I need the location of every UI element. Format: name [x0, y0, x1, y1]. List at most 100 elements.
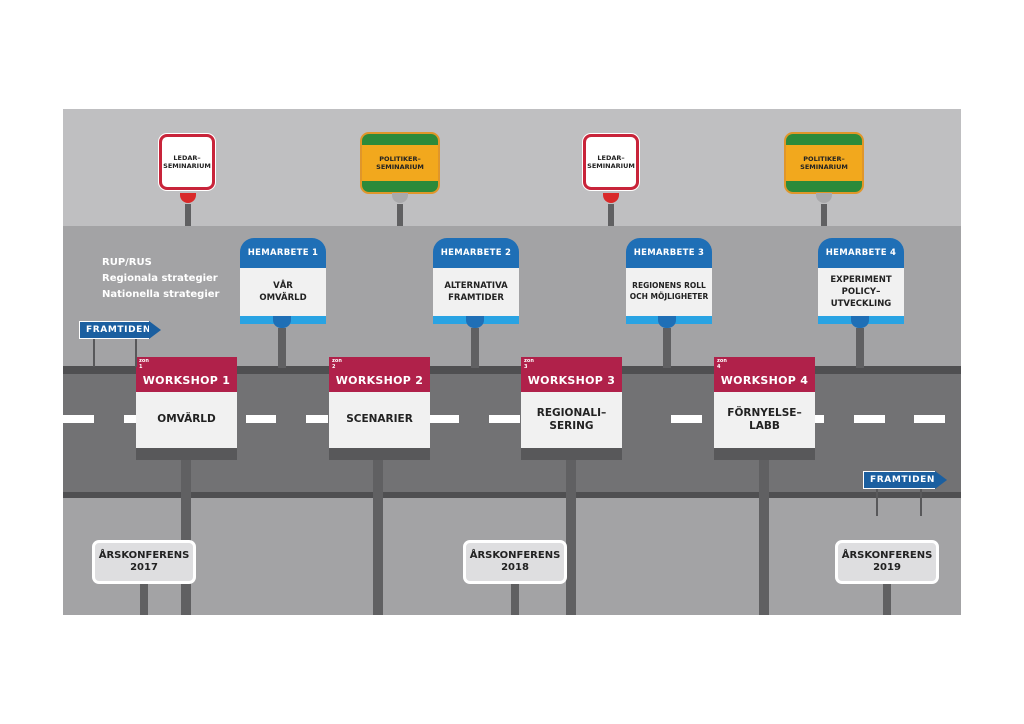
blue-knob-icon	[273, 316, 291, 328]
conference-sign: ÅRSKONFERENS 2018	[463, 540, 567, 584]
blue-knob-icon	[466, 316, 484, 328]
workshop-pole	[373, 457, 383, 615]
arrow-sign-pole	[135, 339, 137, 367]
workshop-title: WORKSHOP 3	[527, 374, 616, 387]
lane-dash	[814, 415, 824, 423]
conference-pole	[883, 584, 891, 615]
ledar-seminar-sign: LEDAR–SEMINARIUM	[583, 134, 639, 190]
seminar-pole	[397, 204, 403, 226]
green-stripe	[786, 134, 862, 145]
lane-dash	[489, 415, 520, 423]
hemarbete-title: HEMARBETE 2	[433, 238, 519, 268]
hemarbete-body: VÅR OMVÄRLD	[240, 268, 326, 316]
hemarbete-title: HEMARBETE 3	[626, 238, 712, 268]
conference-year: 2019	[873, 562, 901, 573]
lane-dash	[914, 415, 945, 423]
hemarbete-sign: HEMARBETE 2 ALTERNATIVA FRAMTIDER	[433, 238, 519, 324]
arrow-tip-icon	[935, 471, 947, 489]
hemarbete-text: EXPERIMENT	[830, 274, 892, 285]
lane-dash	[671, 415, 702, 423]
zone-number: 3	[524, 363, 528, 370]
zone-label: zon	[717, 358, 727, 364]
arrow-sign-pole	[920, 489, 922, 516]
workshop-pole	[566, 457, 576, 615]
seminar-label: POLITIKER–	[379, 154, 421, 163]
arrow-label: FRAMTIDEN	[79, 321, 150, 339]
workshop-pole	[759, 457, 769, 615]
conference-year: 2017	[130, 562, 158, 573]
workshop-title: WORKSHOP 4	[720, 374, 809, 387]
hemarbete-text: POLICY–	[841, 286, 881, 297]
hemarbete-title: HEMARBETE 4	[818, 238, 904, 268]
hemarbete-pole	[471, 328, 479, 368]
conference-pole	[511, 584, 519, 615]
conference-sign: ÅRSKONFERENS 2017	[92, 540, 196, 584]
legend-item: Regionala strategier	[102, 273, 218, 284]
workshop-body: FÖRNYELSE–LABB	[714, 392, 815, 448]
green-stripe	[786, 181, 862, 192]
road-edge-top	[63, 366, 961, 374]
lane-dash	[429, 415, 459, 423]
workshop-body: OMVÄRLD	[136, 392, 237, 448]
seminar-pole	[608, 204, 614, 226]
red-knob-icon	[180, 193, 196, 203]
politiker-seminar-sign: POLITIKER–SEMINARIUM	[784, 132, 864, 194]
legend-item: RUP/RUS	[102, 257, 152, 268]
grey-knob-icon	[392, 193, 408, 203]
arrow-label: FRAMTIDEN	[863, 471, 935, 489]
seminar-label: POLITIKER–	[803, 154, 845, 163]
hemarbete-text: VÅR	[273, 280, 293, 291]
workshop-text: LABB	[749, 420, 780, 432]
hemarbete-text: OMVÄRLD	[259, 293, 307, 303]
workshop-shadow	[521, 448, 622, 460]
workshop-shadow	[714, 448, 815, 460]
zone-label: zon	[139, 358, 149, 364]
ledar-seminar-sign: LEDAR–SEMINARIUM	[159, 134, 215, 190]
workshop-shadow	[329, 448, 430, 460]
hemarbete-text: ALTERNATIVA	[444, 280, 508, 291]
workshop-pole	[181, 457, 191, 615]
seminar-label: LEDAR–	[597, 153, 625, 162]
hemarbete-pole	[663, 328, 671, 368]
road-edge-bottom	[63, 492, 961, 500]
conference-title: ÅRSKONFERENS	[841, 549, 933, 561]
green-stripe	[362, 134, 438, 145]
seminar-label: SEMINARIUM	[376, 163, 424, 171]
blue-knob-icon	[658, 316, 676, 328]
conference-pole	[140, 584, 148, 615]
hemarbete-pole	[856, 328, 864, 368]
hemarbete-text: FRAMTIDER	[448, 293, 504, 303]
arrow-sign-pole	[93, 339, 95, 367]
workshop-title: WORKSHOP 2	[335, 374, 424, 387]
lane-dash	[124, 415, 136, 423]
seminar-label: SEMINARIUM	[800, 163, 848, 171]
hemarbete-text: REGIONENS ROLL	[632, 281, 706, 291]
politiker-seminar-sign: POLITIKER–SEMINARIUM	[360, 132, 440, 194]
zone-number: 1	[139, 363, 143, 370]
seminar-label: SEMINARIUM	[587, 162, 635, 170]
workshop-body: SCENARIER	[329, 392, 430, 448]
workshop-text: REGIONALI–	[536, 406, 607, 419]
red-knob-icon	[603, 193, 619, 203]
workshop-text: OMVÄRLD	[157, 413, 216, 426]
lane-dash	[854, 415, 885, 423]
zone-label: zon	[524, 358, 534, 364]
seminar-pole	[185, 204, 191, 226]
lane-dash	[63, 415, 94, 423]
workshop-text: FÖRNYELSE–	[727, 406, 802, 419]
conference-title: ÅRSKONFERENS	[469, 549, 561, 561]
hemarbete-pole	[278, 328, 286, 368]
hemarbete-text: UTVECKLING	[830, 299, 892, 310]
